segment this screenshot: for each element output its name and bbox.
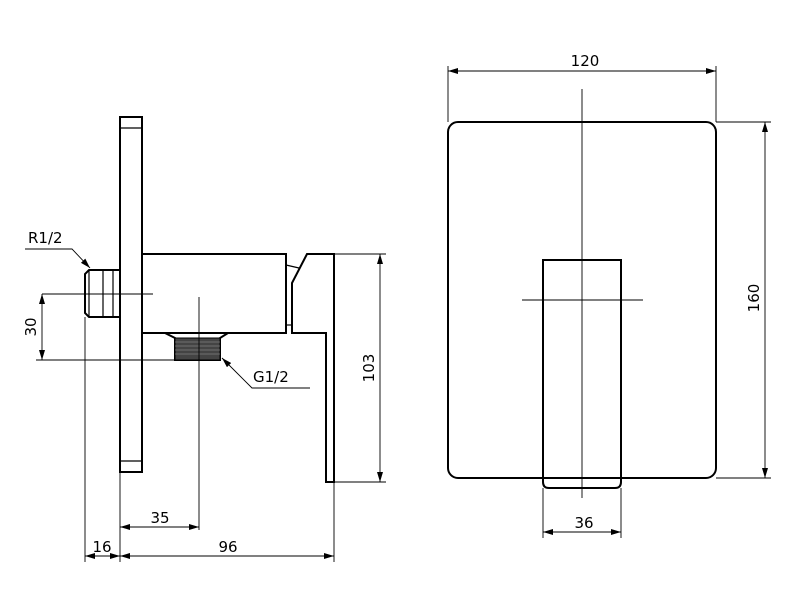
front-view: 120 160 36: [447, 52, 771, 538]
dim-120-label: 120: [571, 52, 600, 70]
dimension-120: 120: [447, 52, 717, 122]
wall-plate: [119, 116, 143, 473]
side-view: 30 103 R1/2 G1/2 35 16 96: [22, 116, 386, 562]
dimension-103: 103: [334, 253, 386, 483]
r12-label: R1/2: [28, 229, 63, 247]
dim-96-label: 96: [218, 538, 237, 556]
handle-side: [285, 253, 335, 483]
dim-36-label: 36: [574, 514, 593, 532]
dim-35-label: 35: [150, 509, 169, 527]
leader-r12: R1/2: [25, 229, 91, 269]
dimension-30: 30: [22, 294, 220, 361]
valve-body: [142, 253, 287, 361]
g12-label: G1/2: [253, 368, 289, 386]
leader-g12: G1/2: [221, 357, 310, 389]
outlet-thread: [174, 337, 221, 361]
dimension-36: 36: [542, 488, 622, 538]
inlet-nipple: [84, 269, 120, 318]
bottom-dimensions: 35 16 96: [84, 317, 335, 562]
dim-16-label: 16: [92, 538, 111, 556]
dim-30-label: 30: [22, 317, 40, 336]
handle-front: [542, 259, 622, 489]
dim-160-label: 160: [745, 284, 763, 313]
dimension-160: 160: [716, 121, 771, 479]
dim-103-label: 103: [360, 354, 378, 383]
